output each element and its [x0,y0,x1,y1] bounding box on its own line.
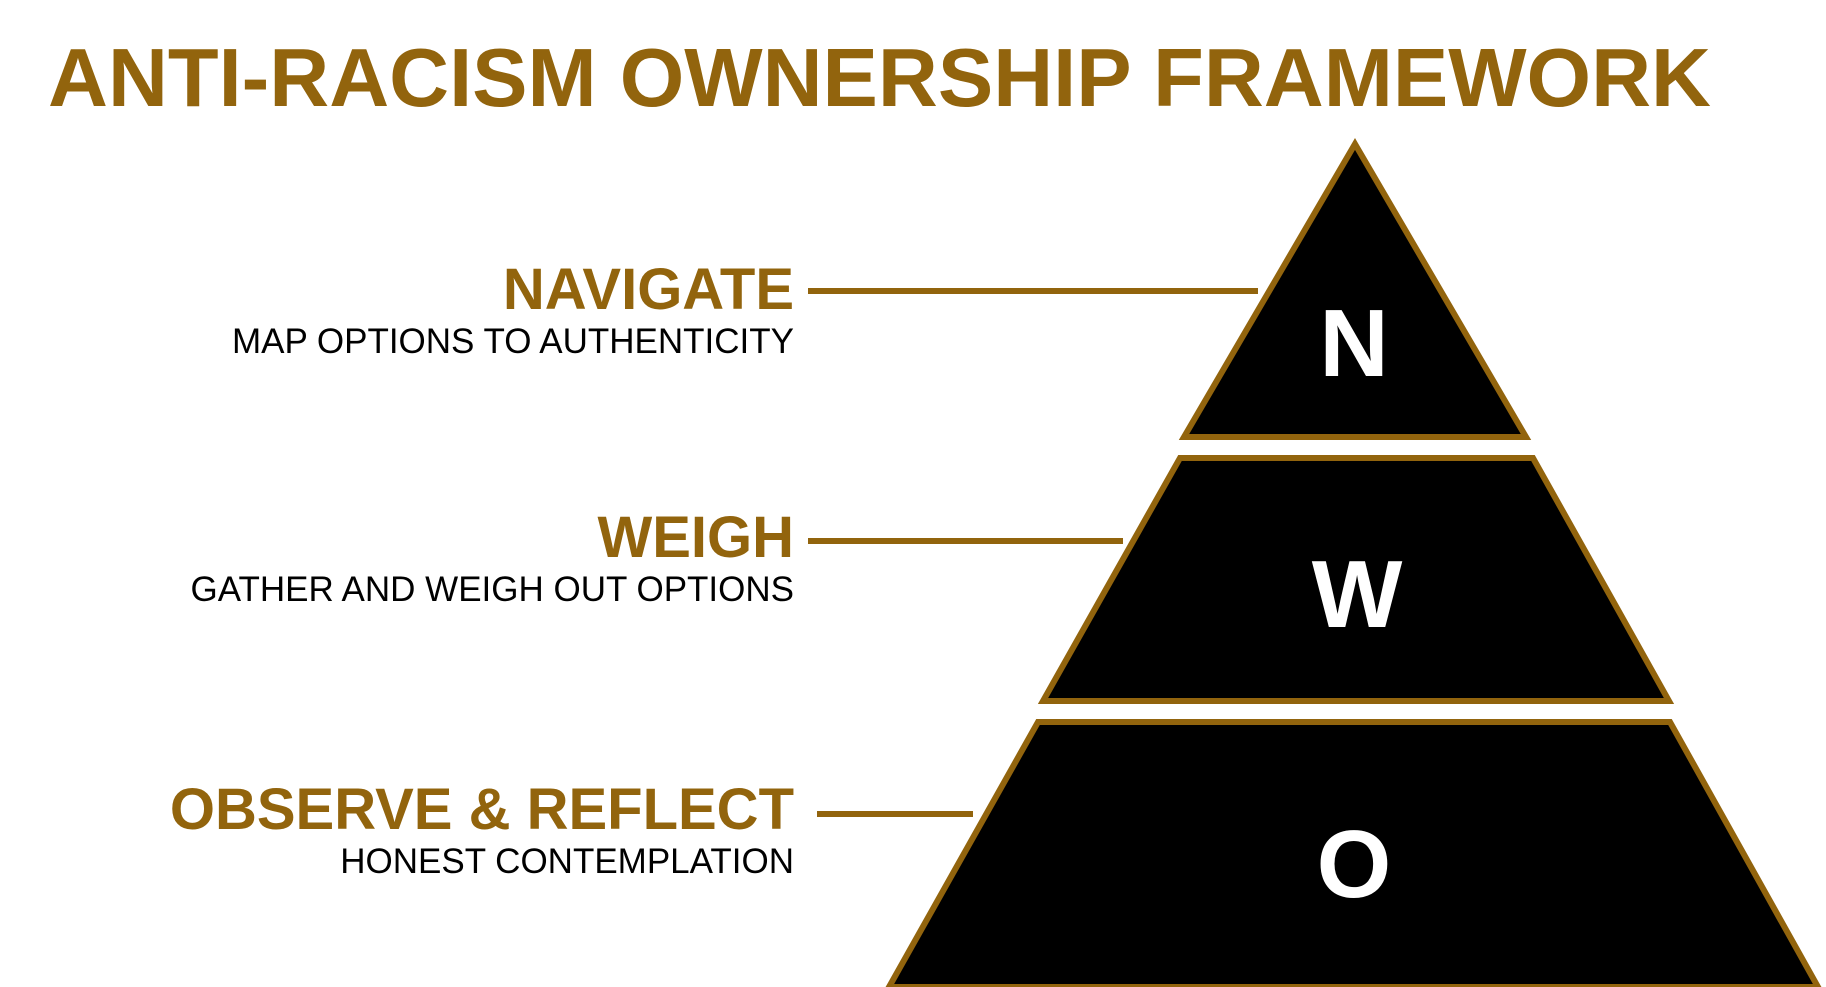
tier-description: MAP OPTIONS TO AUTHENTICITY [231,322,794,361]
tier-label-navigate: NAVIGATE MAP OPTIONS TO AUTHENTICITY [232,258,794,362]
tier-heading: OBSERVE & REFLECT [169,777,794,842]
page-title: ANTI-RACISM OWNERSHIP FRAMEWORK [48,31,1711,124]
tier-middle-shape [1037,455,1675,704]
tier-bottom-shape [885,719,1822,987]
tier-top-shape [1178,138,1532,440]
tier-heading: WEIGH [597,505,794,570]
tier-label-weigh: WEIGH GATHER AND WEIGH OUT OPTIONS [191,506,794,610]
tier-letter: W [1312,541,1403,648]
tier-letter: N [1319,290,1388,397]
tier-description: GATHER AND WEIGH OUT OPTIONS [190,570,794,609]
tier-letter: O [1317,811,1392,918]
tier-description: HONEST CONTEMPLATION [340,842,794,881]
tier-label-observe-reflect: OBSERVE & REFLECT HONEST CONTEMPLATION [170,778,794,882]
tier-heading: NAVIGATE [502,257,794,322]
